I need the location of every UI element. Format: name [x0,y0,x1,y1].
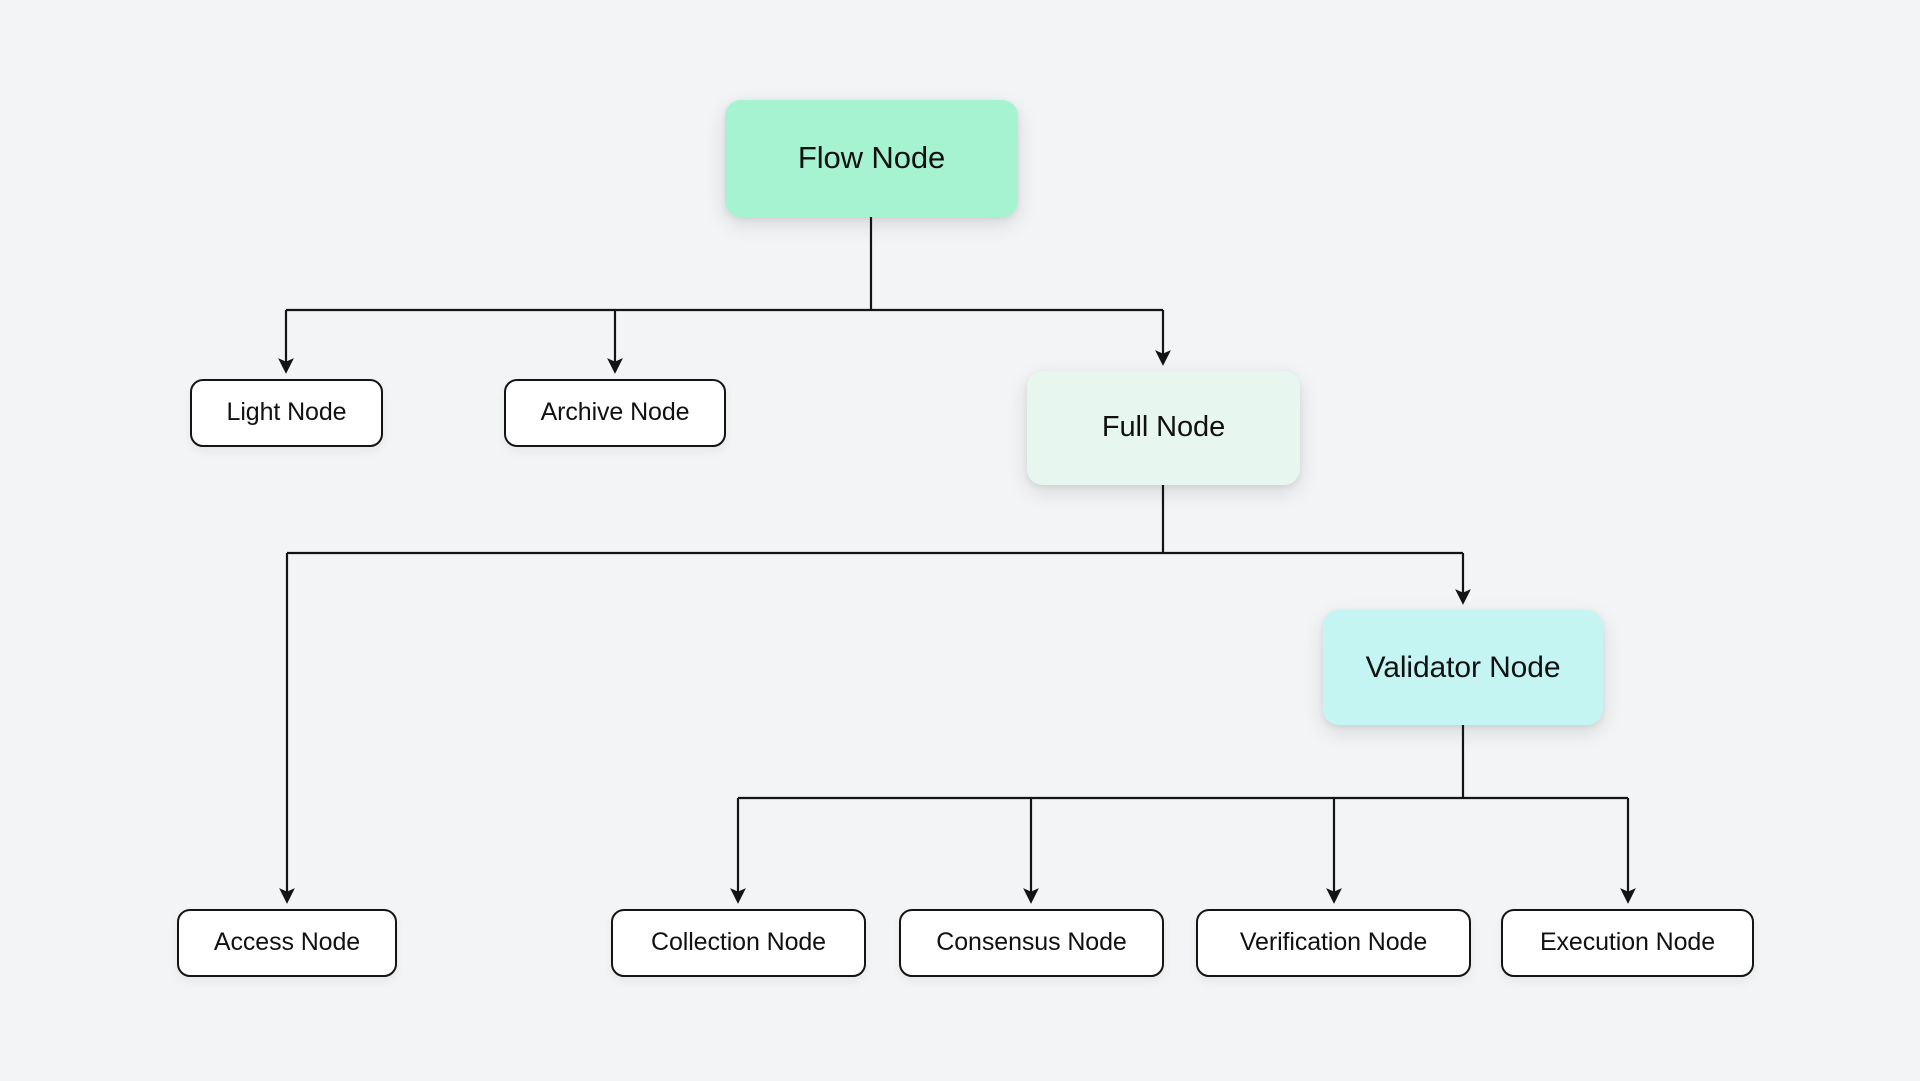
node-validator-node-label: Validator Node [1365,651,1561,684]
node-full-node[interactable]: Full Node [1027,371,1300,485]
node-execution-node-label: Execution Node [1539,928,1716,957]
node-consensus-node[interactable]: Consensus Node [899,909,1164,977]
node-consensus-node-label: Consensus Node [936,928,1127,957]
node-collection-node[interactable]: Collection Node [611,909,866,977]
node-archive-node-label: Archive Node [540,398,690,427]
node-light-node[interactable]: Light Node [190,379,383,447]
node-light-node-label: Light Node [226,398,347,427]
node-verification-node[interactable]: Verification Node [1196,909,1471,977]
edge-group-flow-node [278,217,1171,374]
edge-group-full-node [279,485,1471,904]
node-access-node[interactable]: Access Node [177,909,397,977]
edge-group-validator-node [730,725,1636,904]
node-execution-node[interactable]: Execution Node [1501,909,1754,977]
node-archive-node[interactable]: Archive Node [504,379,726,447]
node-collection-node-label: Collection Node [651,928,826,957]
node-flow-node-label: Flow Node [797,140,946,176]
node-full-node-label: Full Node [1101,411,1226,444]
node-access-node-label: Access Node [213,928,361,957]
node-validator-node[interactable]: Validator Node [1323,610,1603,725]
node-flow-node[interactable]: Flow Node [725,100,1018,217]
node-verification-node-label: Verification Node [1239,928,1428,957]
